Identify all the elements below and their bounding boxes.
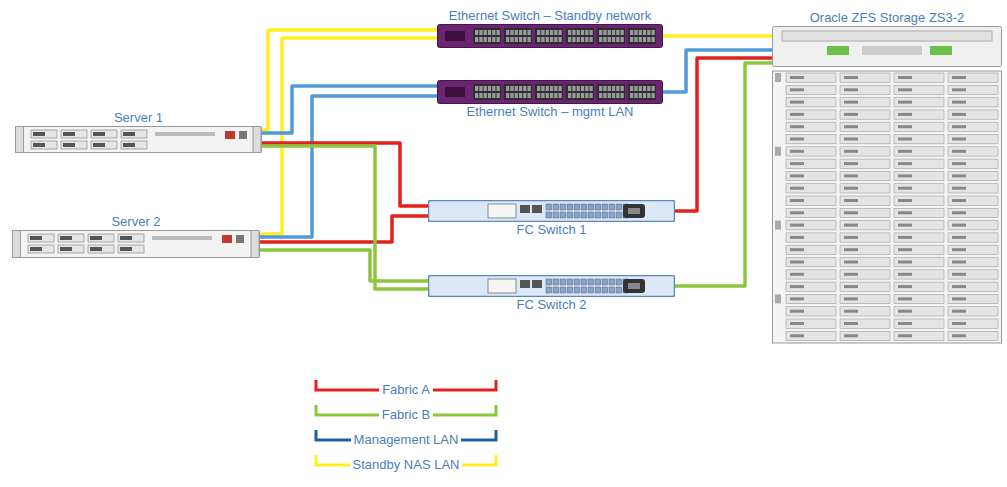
- server: Server 2: [12, 214, 260, 258]
- ethernet-switch-drawing: [437, 24, 663, 48]
- cable: [675, 63, 772, 286]
- legend-text: Management LAN: [351, 432, 462, 448]
- cable: [262, 86, 437, 133]
- fc-switch-drawing: [428, 200, 675, 222]
- legend-text: Standby NAS LAN: [350, 457, 463, 473]
- device-label: Server 1: [112, 110, 165, 126]
- storage-array: Oracle ZFS Storage ZS3-2: [772, 10, 1002, 344]
- ethernet-switch: Ethernet Switch – mgmt LAN: [437, 80, 663, 120]
- fc-switch-drawing: [428, 275, 675, 297]
- legend-text: Fabric A: [379, 382, 433, 398]
- cable: [260, 216, 428, 242]
- server-drawing: [15, 126, 262, 153]
- device-label: Oracle ZFS Storage ZS3-2: [808, 10, 967, 26]
- legend-entry: Fabric A: [314, 378, 498, 400]
- cable: [262, 30, 437, 130]
- fc-switch: FC Switch 2: [428, 275, 675, 313]
- ethernet-switch: Ethernet Switch – Standby network: [437, 8, 663, 48]
- cable: [262, 143, 428, 206]
- legend-entry: Management LAN: [314, 428, 498, 450]
- device-label: Ethernet Switch – Standby network: [447, 8, 653, 24]
- legend-entry: Fabric B: [314, 403, 498, 425]
- cable: [663, 34, 772, 38]
- fc-switch: FC Switch 1: [428, 200, 675, 238]
- legend-entry: Standby NAS LAN: [314, 453, 498, 475]
- device-label: FC Switch 1: [514, 222, 588, 238]
- server: Server 1: [15, 110, 262, 153]
- device-label: FC Switch 2: [514, 297, 588, 313]
- legend-text: Fabric B: [379, 407, 433, 423]
- storage-array-drawing: [772, 26, 1002, 344]
- server-drawing: [12, 230, 260, 258]
- cable: [260, 38, 437, 234]
- cable: [262, 146, 428, 289]
- cable: [260, 250, 428, 281]
- device-label: Ethernet Switch – mgmt LAN: [465, 104, 636, 120]
- cable: [675, 58, 772, 211]
- ethernet-switch-drawing: [437, 80, 663, 104]
- device-label: Server 2: [109, 214, 162, 230]
